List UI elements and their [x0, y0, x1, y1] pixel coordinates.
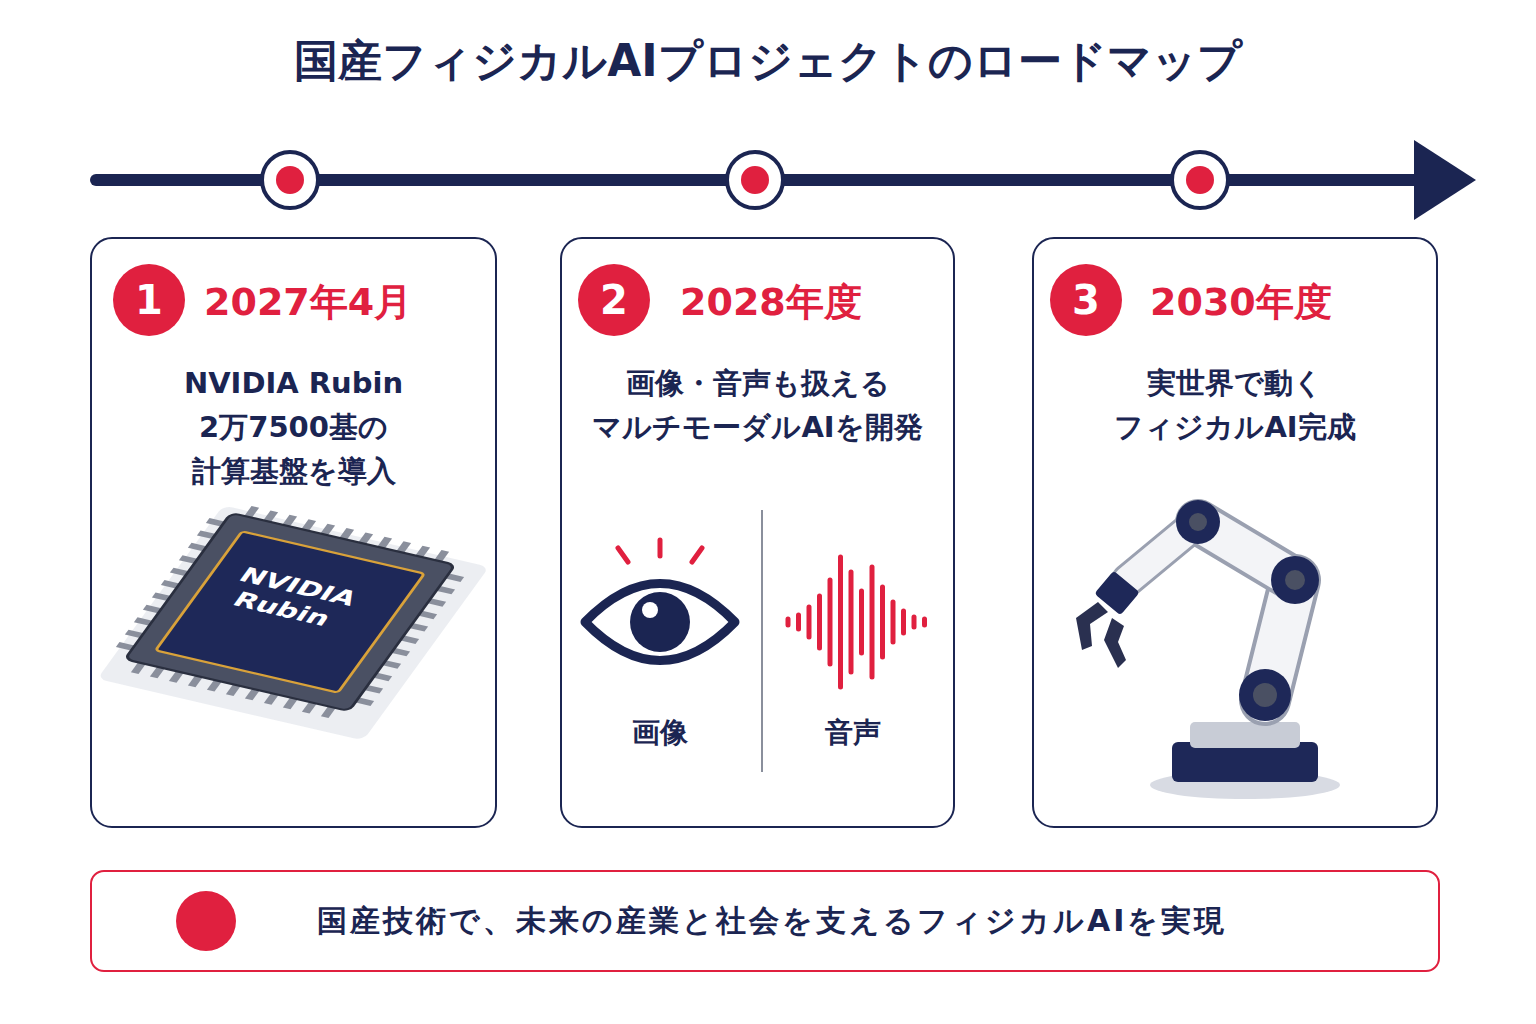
milestone-date: 2027年4月: [204, 277, 412, 328]
summary-banner: 国産技術で、未来の産業と社会を支えるフィジカルAIを実現: [90, 870, 1440, 972]
icon-label: 音声: [783, 716, 923, 750]
flag-dot: [176, 891, 236, 951]
step-number: 1: [135, 280, 163, 320]
eye-icon: [585, 540, 735, 661]
timeline-arrowhead: [1414, 140, 1476, 220]
icon-label: 画像: [590, 716, 730, 750]
milestone-card: 2027年4月 NVIDIA Rubin 2万7500基の 計算基盤を導入 1: [90, 237, 497, 828]
step-number: 3: [1072, 280, 1100, 320]
robot-arm-illustration: [1076, 500, 1340, 799]
chip-illustration: [93, 499, 492, 740]
step-number-circle: 1: [113, 264, 185, 336]
step-number-circle: 3: [1050, 264, 1122, 336]
waveform-icon: [788, 557, 925, 687]
timeline-marker: [727, 152, 783, 208]
milestone-date: 2030年度: [1150, 277, 1332, 328]
chip-label: NVIDIA Rubin: [179, 554, 401, 643]
step-number-circle: 2: [578, 264, 650, 336]
timeline-marker: [262, 152, 318, 208]
diagram-title: 国産フィジカルAIプロジェクトのロードマップ: [0, 32, 1536, 91]
milestone-card: 2028年度画像・音声も扱える マルチモーダルAIを開発 2: [560, 237, 955, 828]
milestone-description: 画像・音声も扱える マルチモーダルAIを開発: [573, 361, 943, 449]
milestone-description: NVIDIA Rubin 2万7500基の 計算基盤を導入: [144, 361, 444, 493]
timeline-marker: [1172, 152, 1228, 208]
step-number: 2: [600, 280, 628, 320]
milestone-date: 2028年度: [680, 277, 862, 328]
milestone-description: 実世界で動く フィジカルAI完成: [1075, 361, 1395, 449]
divider-line: [761, 510, 763, 772]
banner-text: 国産技術で、未来の産業と社会を支えるフィジカルAIを実現: [317, 901, 1227, 942]
milestone-card: 2030年度実世界で動く フィジカルAI完成 3: [1032, 237, 1438, 828]
